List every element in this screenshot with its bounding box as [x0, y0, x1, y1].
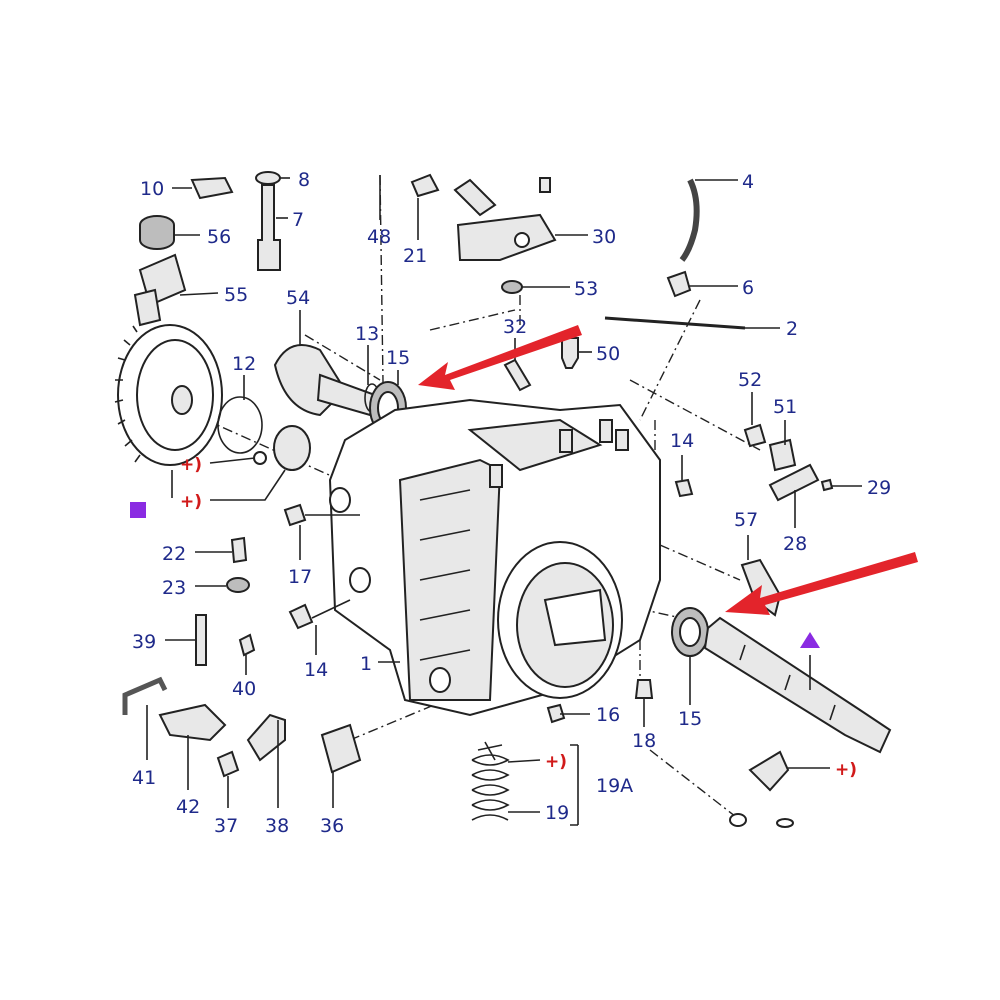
callout-54: 54	[286, 287, 310, 309]
callout-55: 55	[224, 284, 248, 306]
bolt-part-14-right	[674, 478, 694, 498]
rod-part-41	[122, 676, 168, 715]
callout-41: 41	[132, 767, 156, 789]
plus-marker-spring: +)	[545, 752, 567, 772]
callout-32: 32	[503, 316, 527, 338]
leader-lines	[146, 175, 862, 826]
callout-10: 10	[140, 178, 164, 200]
parts	[114, 171, 892, 828]
pin-part	[453, 178, 497, 217]
callout-22: 22	[162, 543, 186, 565]
callout-8: 8	[298, 169, 310, 191]
callout-4: 4	[742, 171, 754, 193]
red-arrow-lower	[725, 552, 918, 615]
clip-part-21	[410, 173, 440, 198]
callout-15-upper: 15	[386, 347, 410, 369]
callout-7: 7	[292, 209, 304, 231]
purple-square-marker	[130, 502, 146, 518]
bolt-part-14-left	[288, 603, 314, 630]
callout-6: 6	[742, 277, 754, 299]
switch-part-52	[743, 423, 767, 448]
callout-18: 18	[632, 730, 656, 752]
callout-52: 52	[738, 369, 762, 391]
bolt-part-29	[820, 478, 834, 492]
red-arrow-upper	[418, 325, 582, 390]
plate-part-28	[768, 463, 820, 502]
callout-56: 56	[207, 226, 231, 248]
switch-part-51	[768, 438, 797, 472]
callout-21: 21	[403, 245, 427, 267]
callout-40: 40	[232, 678, 256, 700]
washer-part-53	[501, 280, 523, 294]
bolt-part-22	[230, 536, 248, 564]
bolt-part-16	[546, 703, 566, 724]
callout-13: 13	[355, 323, 379, 345]
callout-50: 50	[596, 343, 620, 365]
bolt-part-32	[503, 358, 532, 392]
spring-part-19	[471, 741, 510, 821]
pin-part-40	[238, 633, 256, 657]
shaft-part-7	[257, 184, 281, 271]
callout-57: 57	[734, 509, 758, 531]
seal-part-56	[139, 215, 175, 250]
sleeve-part-18	[634, 679, 654, 699]
cover-part-36	[320, 723, 362, 774]
callout-23: 23	[162, 577, 186, 599]
bracket-part-38	[246, 713, 286, 762]
red-arrows	[418, 325, 918, 615]
callout-14-right: 14	[670, 430, 694, 452]
gear-teeth	[114, 325, 141, 463]
circlip-part-12	[217, 396, 263, 454]
dipstick-tube-part-4	[679, 178, 700, 262]
plus-marker-left-upper: +)	[180, 455, 202, 475]
plus-marker-left-lower: +)	[180, 492, 202, 512]
callout-51: 51	[773, 396, 797, 418]
plus-markers: +) +) +) +)	[180, 455, 857, 780]
plug-part-6	[666, 270, 692, 298]
bolt-part-17	[283, 503, 307, 527]
callout-19A: 19A	[596, 775, 633, 797]
callouts: 10 8 7 56 55 54 12 13 15 48 21 30 53 32 …	[132, 169, 891, 837]
purple-triangle-marker	[800, 632, 820, 648]
bracket-lower-right	[748, 750, 790, 792]
callout-29: 29	[867, 477, 891, 499]
callout-16: 16	[596, 704, 620, 726]
callout-39: 39	[132, 631, 156, 653]
callout-2: 2	[786, 318, 798, 340]
callout-28: 28	[783, 533, 807, 555]
bolt-part-8	[255, 171, 281, 185]
plus-marker-bracket: +)	[835, 760, 857, 780]
callout-15-lower: 15	[678, 708, 702, 730]
callout-48: 48	[367, 226, 391, 248]
transmission-housing-part-1	[328, 398, 661, 717]
cable-part-2	[604, 316, 746, 330]
callout-14-left: 14	[304, 659, 328, 681]
pin-part-39	[195, 614, 207, 666]
callout-38: 38	[265, 815, 289, 837]
callout-12: 12	[232, 353, 256, 375]
retainer-plate	[273, 425, 311, 471]
stud-part	[539, 177, 551, 193]
callout-37: 37	[214, 815, 238, 837]
bolt-part-37	[216, 750, 240, 778]
washer-part-23	[226, 577, 250, 593]
callout-17: 17	[288, 566, 312, 588]
bracket-part-10	[190, 176, 234, 200]
selector-plate-part-30	[456, 213, 557, 261]
purple-markers	[130, 502, 820, 648]
driveshaft	[703, 616, 892, 754]
callout-19: 19	[545, 802, 569, 824]
lever-part-42	[158, 703, 227, 742]
callout-1: 1	[360, 653, 372, 675]
callout-30: 30	[592, 226, 616, 248]
callout-42: 42	[176, 796, 200, 818]
sensor-part-50	[561, 337, 579, 369]
callout-53: 53	[574, 278, 598, 300]
callout-36: 36	[320, 815, 344, 837]
